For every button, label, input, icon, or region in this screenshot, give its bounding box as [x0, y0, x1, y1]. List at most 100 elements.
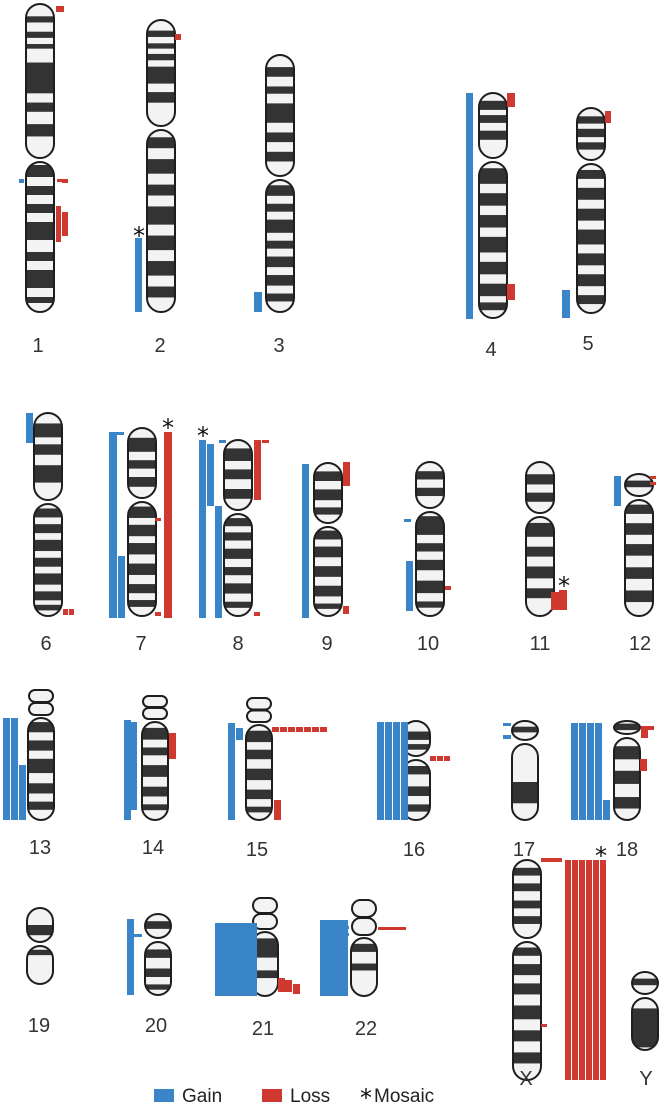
- legend-item-loss: Loss: [262, 1086, 330, 1107]
- band-X-q-4: [513, 1030, 541, 1042]
- gain-bar: [134, 934, 142, 937]
- loss-bar: [605, 111, 611, 123]
- gain-bar: [207, 444, 214, 506]
- chromosome-label-6: 6: [40, 633, 51, 655]
- satellite-14-1: [142, 707, 168, 720]
- outline-10-q: [415, 511, 445, 617]
- band-1-q-6: [26, 297, 54, 303]
- chromosome-label-10: 10: [417, 633, 439, 655]
- bands-18-q: [614, 746, 640, 809]
- chromosome-Y: [631, 971, 659, 1051]
- chromosome-22: [350, 899, 378, 997]
- band-3-q-6: [266, 293, 294, 302]
- band-10-p-0: [416, 471, 444, 480]
- mosaic-mark-11: *: [558, 572, 570, 600]
- loss-bar: [586, 860, 592, 1080]
- loss-bar: [392, 927, 399, 930]
- loss-bar: [444, 756, 450, 761]
- band-9-q-0: [314, 530, 342, 540]
- chromosome-layer: [25, 3, 659, 1081]
- loss-bar: [320, 727, 327, 732]
- bands-20-p: [145, 921, 171, 929]
- band-11-q-1: [526, 546, 554, 557]
- band-10-q-1: [416, 543, 444, 552]
- loss-bar: [640, 759, 647, 771]
- outline-18-p: [613, 720, 641, 735]
- band-13-q-2: [28, 758, 54, 774]
- loss-bar: [551, 592, 559, 610]
- chromosome-label-8: 8: [232, 633, 243, 655]
- outline-8-q: [223, 513, 253, 617]
- bands-13-q: [28, 722, 54, 810]
- band-5-q-3: [577, 229, 605, 245]
- bands-1-p: [26, 16, 54, 137]
- gain-bar: [341, 933, 349, 936]
- loss-bar: [541, 858, 548, 862]
- bands-12-p: [625, 480, 653, 488]
- gain-bar: [341, 920, 348, 996]
- gain-bar: [334, 920, 341, 996]
- legend-label-mosaic: Mosaic: [374, 1086, 434, 1107]
- band-6-p-0: [34, 423, 62, 438]
- band-7-p-2: [128, 477, 156, 487]
- band-2-q-6: [147, 286, 175, 298]
- bands-Y-q: [632, 1008, 658, 1048]
- bands-17-q: [512, 782, 538, 804]
- band-X-p-0: [513, 867, 541, 876]
- band-15-q-0: [246, 730, 272, 743]
- band-19-q-0: [27, 949, 53, 956]
- band-6-q-1: [34, 524, 62, 534]
- loss-bar: [541, 1024, 547, 1027]
- loss-bar: [343, 462, 350, 486]
- bands-11-q: [526, 522, 554, 599]
- band-16-p-1: [402, 744, 430, 750]
- outline-6-p: [33, 412, 63, 501]
- band-2-q-2: [147, 184, 175, 196]
- band-1-q-1: [26, 186, 54, 195]
- band-8-p-0: [224, 448, 252, 461]
- band-9-q-4: [314, 603, 342, 609]
- band-14-q-0: [142, 727, 168, 740]
- band-8-q-1: [224, 532, 252, 541]
- band-1-q-3: [26, 222, 54, 240]
- band-4-q-6: [479, 302, 507, 311]
- band-18-q-2: [614, 797, 640, 809]
- band-7-q-5: [128, 600, 156, 607]
- band-11-q-2: [526, 566, 554, 579]
- gain-bar: [116, 432, 124, 435]
- chromosome-label-22: 22: [355, 1018, 377, 1040]
- chromosome-label-11: 11: [530, 633, 551, 655]
- gain-bar: [587, 723, 594, 820]
- loss-bar: [600, 860, 606, 1080]
- band-1-p-4: [26, 102, 54, 112]
- bands-20-q: [145, 949, 171, 990]
- band-12-p-0: [625, 480, 653, 488]
- outline-20-q: [144, 941, 172, 996]
- loss-bar: [507, 93, 515, 107]
- mosaic-mark-8: *: [197, 422, 209, 450]
- band-1-p-2: [26, 44, 54, 49]
- chromosome-8: [223, 439, 253, 617]
- band-22-q-1: [351, 963, 377, 971]
- loss-bar: [648, 726, 654, 730]
- loss-bar: [56, 6, 61, 12]
- chromosome-10: [415, 461, 445, 617]
- band-3-p-3: [266, 132, 294, 143]
- outline-17-q: [511, 743, 539, 821]
- band-1-p-5: [26, 124, 54, 137]
- gain-bar: [320, 920, 327, 996]
- gain-bar: [503, 735, 511, 739]
- bands-17-p: [512, 726, 538, 733]
- gain-bar: [199, 440, 206, 618]
- band-4-q-3: [479, 236, 507, 253]
- loss-bar: [445, 586, 451, 590]
- band-X-p-1: [513, 883, 541, 892]
- outline-X-p: [512, 859, 542, 939]
- outline-3-q: [265, 179, 295, 313]
- loss-bar: [312, 727, 319, 732]
- gain-bar: [118, 556, 125, 618]
- cnv-bars-layer: [3, 6, 656, 1080]
- outline-8-p: [223, 439, 253, 511]
- band-18-q-1: [614, 770, 640, 784]
- band-6-q-0: [34, 508, 62, 518]
